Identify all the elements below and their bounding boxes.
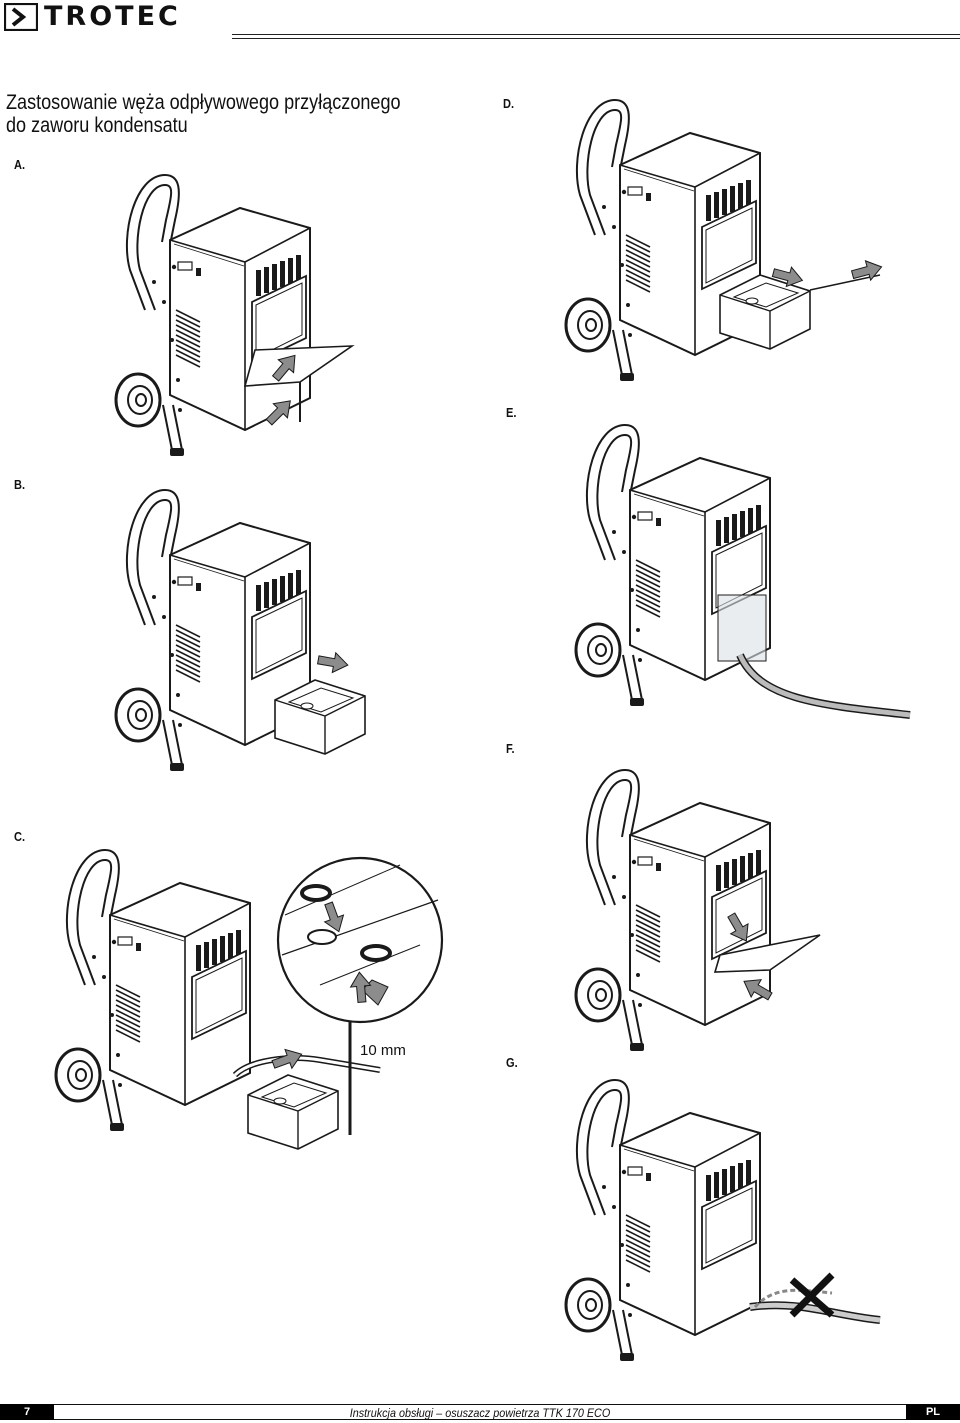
figure-d-pull-tank-out: [564, 98, 885, 383]
step-label-c: C.: [14, 829, 26, 844]
page-number: 7: [0, 1404, 54, 1420]
step-label-g: G.: [506, 1055, 518, 1070]
step-label-e: E.: [506, 405, 517, 420]
language-code: PL: [906, 1404, 960, 1420]
trotec-logo: TROTEC: [3, 1, 218, 32]
figure-f-close-flap: [574, 768, 821, 1053]
step-label-b: B.: [14, 477, 26, 492]
document-title: Instrukcja obsługi – osuszacz powietrza …: [349, 1406, 611, 1420]
figure-g-hose-no-kink: [564, 1078, 881, 1363]
figure-c-connect-hose: 10 mm: [54, 848, 444, 1150]
header-rule: [232, 34, 960, 39]
figure-b-remove-tank: [114, 488, 366, 773]
arrow-icon: [316, 649, 351, 676]
page-footer: 7 Instrukcja obsługi – osuszacz powietrz…: [0, 1404, 960, 1423]
section-title: Zastosowanie węża odpływowego przyłączon…: [6, 91, 401, 137]
chevron-logo-icon: [3, 2, 39, 32]
step-label-d: D.: [503, 96, 515, 111]
prohibited-cross-icon: [789, 1272, 835, 1318]
hose-size-label: 10 mm: [360, 1042, 406, 1059]
figure-a-unit-with-drain-flap: [114, 173, 355, 458]
step-label-a: A.: [14, 157, 26, 172]
step-label-f: F.: [506, 741, 515, 756]
brand-name: TROTEC: [44, 1, 181, 32]
figure-e-hose-routed: [574, 423, 911, 719]
page-header: TROTEC: [0, 0, 960, 40]
footer-rule: [54, 1404, 960, 1420]
